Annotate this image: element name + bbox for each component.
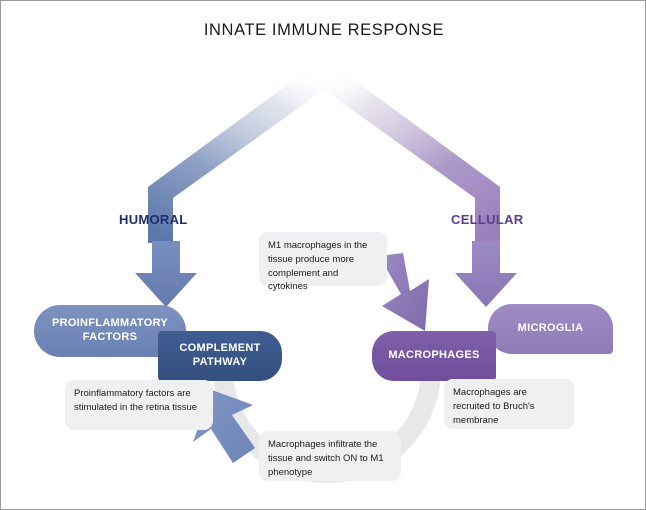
cellular-down-arrow	[455, 241, 517, 307]
node-complement-pathway[interactable]: COMPLEMENT PATHWAY	[158, 331, 282, 381]
node-microglia[interactable]: MICROGLIA	[488, 304, 613, 354]
note-macrophage-infiltration: Macrophages infiltrate the tissue and sw…	[259, 431, 401, 481]
note-proinflammatory-factors: Proinflammatory factors are stimulated i…	[65, 380, 213, 430]
node-macrophages[interactable]: MACROPHAGES	[372, 331, 496, 381]
branch-label-cellular: CELLULAR	[451, 212, 524, 227]
humoral-branch-band	[148, 57, 350, 243]
note-bruchs-membrane: Macrophages are recruited to Bruch's mem…	[444, 379, 574, 429]
note-m1-macrophages: M1 macrophages in the tissue produce mor…	[259, 232, 387, 292]
cellular-branch-band	[298, 57, 500, 243]
m1-to-macrophages-arrow	[379, 253, 429, 331]
page-title: INNATE IMMUNE RESPONSE	[203, 21, 445, 39]
humoral-down-arrow	[135, 241, 197, 307]
branch-label-humoral: HUMORAL	[119, 212, 188, 227]
